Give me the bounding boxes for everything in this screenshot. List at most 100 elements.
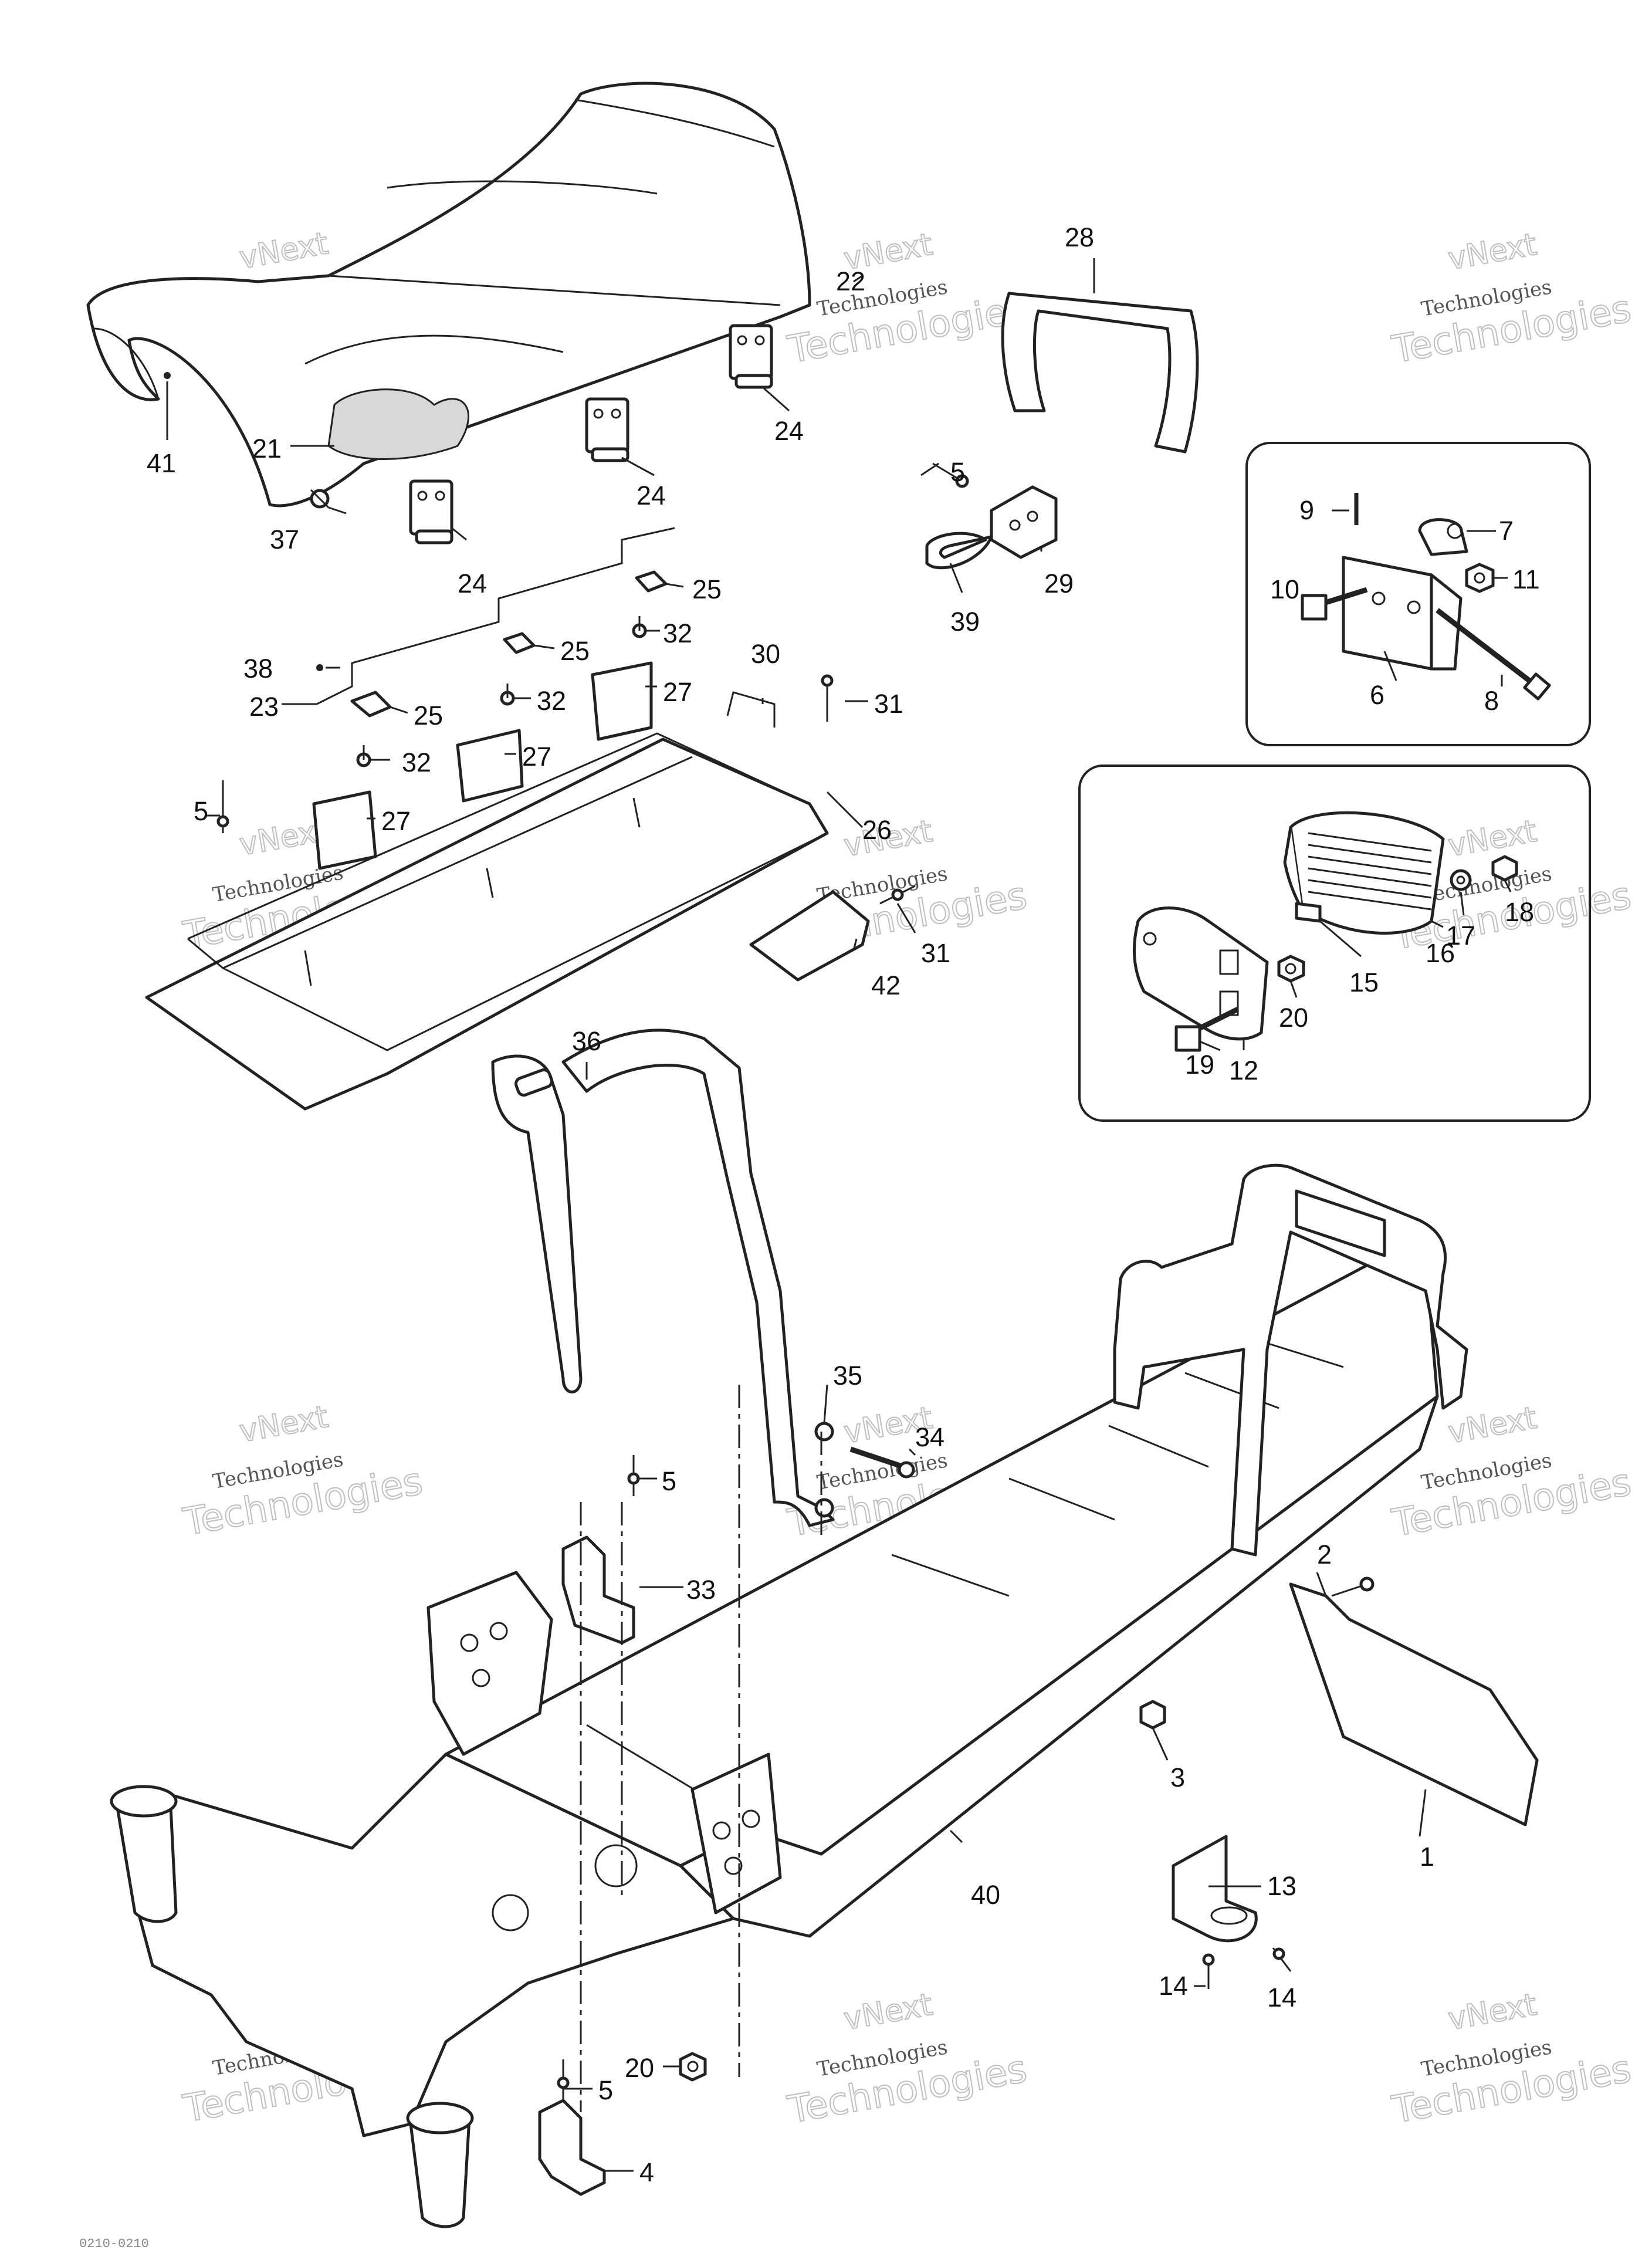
- callout-38: 38: [243, 654, 273, 684]
- taillight-bracket-6: [1342, 556, 1463, 671]
- grommet-3: [1139, 1700, 1166, 1730]
- callout-34: 34: [915, 1422, 945, 1452]
- screw-19: [1174, 1006, 1240, 1052]
- hinge-24-a: [409, 479, 453, 544]
- callout-25-a: 25: [692, 574, 722, 604]
- grab-handle: [1001, 292, 1199, 454]
- snow-flap-1: [1289, 1582, 1539, 1826]
- callout-24-c: 24: [774, 416, 804, 446]
- detail-box-taillight-bracket: [1245, 442, 1591, 746]
- callout-40: 40: [971, 1880, 1000, 1910]
- clip-25-a: [350, 691, 392, 718]
- callout-37: 37: [270, 525, 299, 554]
- nut-20: [1277, 955, 1305, 983]
- plate-27-b: [456, 729, 524, 803]
- screw-32-b: [500, 684, 515, 706]
- watermark-bottom-right: vNext Technologies Technologies: [1388, 1987, 1635, 2133]
- bracket-29: [990, 485, 1058, 559]
- callout-29: 29: [1044, 569, 1074, 598]
- bolt-8: [1436, 608, 1551, 701]
- clip-25-c: [635, 570, 668, 593]
- screw-10: [1301, 587, 1368, 621]
- callout-42: 42: [871, 970, 901, 1000]
- callout-4: 4: [639, 2157, 654, 2187]
- seat: [86, 82, 811, 508]
- rivet-5-lower: [627, 1455, 640, 1496]
- callout-17: 17: [1446, 921, 1475, 950]
- leader-lines: [166, 258, 1512, 2172]
- seat-dot: [164, 372, 171, 379]
- callout-14-b: 14: [1267, 1983, 1296, 2012]
- callout-13: 13: [1267, 1871, 1296, 1901]
- bracket-42: [749, 890, 870, 982]
- bracket-13: [1172, 1835, 1258, 1943]
- callout-14-a: 14: [1159, 1971, 1188, 2001]
- nut-18: [1491, 855, 1518, 882]
- footer-code: 0210-0210: [79, 2237, 149, 2251]
- watermark-bottom-center: vNext Technologies Technologies: [784, 1987, 1031, 2133]
- callout-16: 16: [1426, 938, 1455, 968]
- alignment-lines: [580, 1385, 822, 2112]
- callout-5-mid: 5: [194, 796, 208, 826]
- bolt-34: [849, 1446, 915, 1479]
- rivet-14-a: [1202, 1953, 1215, 1989]
- callout-41: 41: [147, 448, 176, 478]
- callout-33: 33: [686, 1575, 716, 1605]
- callout-32-a: 32: [663, 618, 692, 648]
- callout-20-top: 20: [1279, 1003, 1308, 1033]
- steering-support-36: [491, 1029, 835, 1527]
- watermark-top-center: vNext Technologies Technologies: [784, 226, 1031, 373]
- watermark-line1: vNext: [841, 1987, 935, 2037]
- storage-tray-26: [145, 732, 829, 1111]
- watermark-line1: vNext: [1446, 227, 1539, 277]
- plate-27-a: [312, 790, 377, 870]
- rivet-5-bottom: [557, 2059, 570, 2100]
- callout-5-bottom: 5: [598, 2075, 613, 2105]
- callout-24-b: 24: [637, 481, 666, 510]
- callout-6: 6: [1370, 680, 1384, 710]
- callout-23: 23: [249, 692, 279, 722]
- callout-3: 3: [1170, 1763, 1185, 1792]
- taillight-housing-12: [1132, 906, 1269, 1041]
- detail-box-taillight: [1078, 764, 1591, 1122]
- callout-32-b: 32: [537, 686, 566, 716]
- rivet-5-mid: [216, 780, 229, 833]
- bracket-33: [561, 1535, 635, 1645]
- rivet-5-top: [932, 462, 969, 488]
- callout-26: 26: [862, 815, 892, 845]
- callout-27-b: 27: [522, 742, 551, 772]
- callout-8: 8: [1484, 686, 1499, 716]
- callout-10: 10: [1270, 574, 1299, 604]
- callout-5-lower: 5: [662, 1466, 676, 1496]
- rivet-31-mid: [879, 885, 916, 905]
- watermark-line1: vNext: [1446, 1987, 1539, 2037]
- washer-35-b: [814, 1498, 834, 1518]
- rivet-38: [316, 664, 323, 671]
- watermark-low-left: vNext Technologies Technologies: [180, 1399, 426, 1545]
- seat-label-patch: [327, 388, 469, 460]
- callout-27-a: 27: [663, 677, 692, 707]
- callout-25-c: 25: [414, 701, 443, 730]
- callout-27-c: 27: [381, 806, 411, 836]
- callout-7: 7: [1499, 516, 1514, 546]
- callout-30: 30: [751, 639, 780, 669]
- callout-31-top: 31: [874, 689, 903, 719]
- pivot-7: [1418, 518, 1468, 556]
- callout-25-b: 25: [560, 636, 590, 666]
- callout-39: 39: [950, 607, 980, 637]
- watermark-line1: vNext: [1446, 1400, 1539, 1450]
- callout-1: 1: [1420, 1842, 1434, 1872]
- callout-22: 22: [836, 266, 865, 296]
- watermark-line1: vNext: [237, 1399, 331, 1449]
- nut-20-bottom: [679, 2052, 707, 2082]
- hinge-24-c: [729, 324, 773, 389]
- chassis-40: [110, 1163, 1468, 2228]
- rivet-14-b: [1272, 1947, 1292, 1972]
- callout-31-mid: 31: [921, 938, 950, 968]
- washer-35-a: [814, 1422, 834, 1442]
- callout-18: 18: [1505, 897, 1534, 927]
- watermark-line1: vNext: [1446, 814, 1539, 864]
- callout-19: 19: [1185, 1050, 1214, 1080]
- callout-12: 12: [1229, 1056, 1258, 1085]
